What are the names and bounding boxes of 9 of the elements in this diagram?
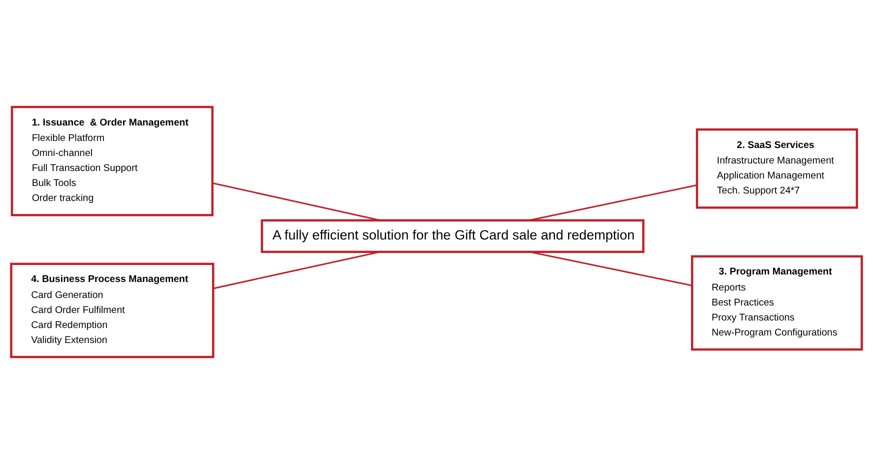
connector [528, 184, 698, 222]
node-box: 1. Issuance & Order Management Flexible Platform Omni-channel Full Transaction Support Bulk Tools Order tracking [10, 106, 214, 216]
connector [530, 251, 692, 286]
node-box: 3. Program Management Reports Best Practices Proxy Transactions New-Program Configurations [691, 255, 863, 351]
node-box: 2. SaaS Services Infrastructure Management Application Management Tech. Support 24*7 [696, 128, 858, 209]
connector [213, 251, 380, 290]
node-box: A fully efficient solution for the Gift Card sale and redemption [260, 219, 644, 254]
connector [212, 182, 381, 222]
node-box: 4. Business Process Management Card Generation Card Order Fulfilment Card Redemption Validity Extension [10, 262, 214, 358]
